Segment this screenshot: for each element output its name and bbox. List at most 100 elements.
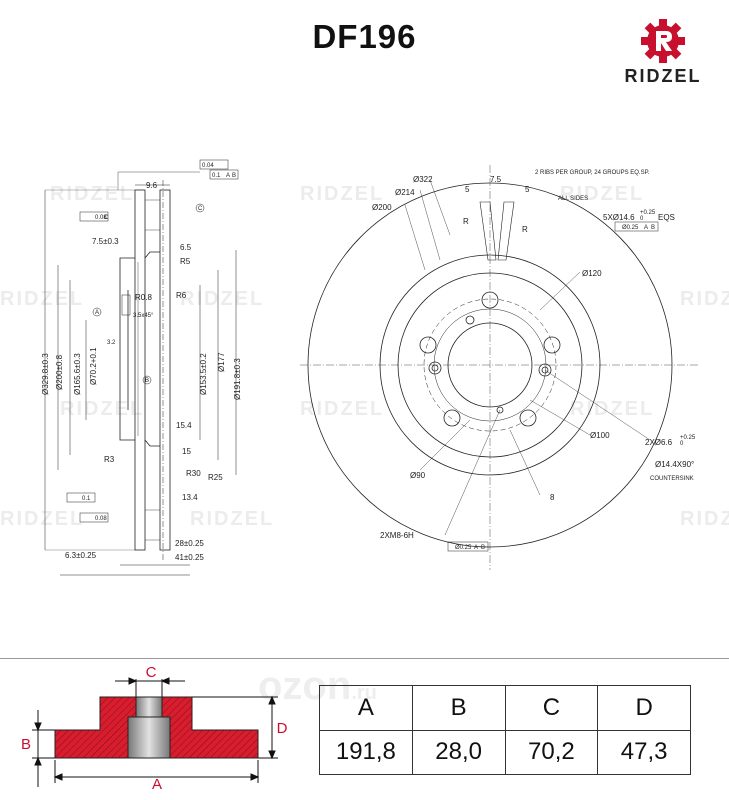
datum-label: C [198, 206, 203, 212]
watermark-text: RIDZEL [0, 288, 84, 310]
dim-label: 7.5±0.3 [92, 237, 119, 246]
tolerance-datum: A [644, 225, 648, 231]
hub-center [135, 696, 163, 718]
watermark-layer: RIDZEL RIDZEL RIDZEL RIDZEL RIDZEL RIDZE… [0, 183, 729, 530]
spec-value-c: 70,2 [504, 729, 599, 775]
hub-bore [127, 716, 171, 759]
watermark-text: RIDZEL [50, 183, 134, 205]
part-number-title: DF196 [312, 18, 417, 55]
dim-label: 3.5x45° [133, 313, 154, 319]
disc-profile-diagram: C A B D [21, 665, 288, 793]
dim-label: 9.6 [146, 181, 158, 190]
tolerance-value: 0.1 [82, 496, 91, 502]
dim-label: 41±0.25 [175, 553, 204, 562]
note-text: 2XØ6.6 [645, 438, 673, 447]
dim-label: 15 [182, 447, 191, 456]
spec-header-a: A [319, 685, 413, 731]
spec-value-a: 191,8 [319, 729, 413, 775]
dim-label: R [463, 217, 469, 226]
note-text: +0.25 [680, 435, 696, 441]
spec-header-row: A B C D [319, 685, 691, 731]
tolerance-datum: B [481, 545, 485, 551]
tolerance-datum: B [651, 225, 655, 231]
dim-label: 28±0.25 [175, 539, 204, 548]
datum-label: B [145, 378, 149, 384]
spec-table: A B C D 191,8 28,0 70,2 47,3 [319, 685, 691, 775]
dim-label: R3 [104, 455, 115, 464]
technical-drawing: RIDZEL RIDZEL RIDZEL RIDZEL RIDZEL RIDZE… [0, 159, 729, 576]
dim-label: Ø165.6±0.3 [73, 353, 82, 395]
profile-label-b: B [21, 736, 31, 753]
spec-value-d: 47,3 [597, 729, 691, 775]
separator-line [0, 658, 729, 659]
watermark-text: RIDZEL [680, 288, 729, 310]
dim-label: 7.5 [490, 175, 502, 184]
dim-label: R5 [180, 257, 191, 266]
tolerance-datum: B [232, 173, 236, 179]
dim-label: R30 [186, 469, 201, 478]
watermark-text: RIDZEL [560, 183, 644, 205]
spec-value-b: 28,0 [411, 729, 506, 775]
note-text: Ø14.4X90° [655, 460, 694, 469]
profile-label-c: C [146, 665, 157, 681]
spec-header-b: B [411, 685, 506, 731]
tolerance-datum: A [226, 173, 230, 179]
cross-section-view [44, 159, 239, 576]
note-text: +0.25 [640, 210, 656, 216]
note-text: COUNTERSINK [650, 476, 694, 482]
front-view [300, 165, 700, 570]
brand-logo: RIDZEL [608, 16, 718, 96]
note-text: EQS [658, 213, 675, 222]
dim-label: Ø70.2+0.1 [89, 347, 98, 385]
dim-label: 6.3±0.25 [65, 551, 97, 560]
tolerance-value: 0.08 [95, 215, 107, 221]
dim-label: 8 [550, 493, 555, 502]
watermark-text: RIDZEL [300, 183, 384, 205]
dim-label: Ø90 [410, 471, 426, 480]
watermark-text: RIDZEL [570, 398, 654, 420]
dim-label: R6 [176, 291, 187, 300]
tolerance-value: Ø0.25 [455, 545, 472, 551]
note-text: 2XM8-6H [380, 531, 414, 540]
brand-name: RIDZEL [624, 66, 702, 86]
dim-label: Ø322 [413, 175, 433, 184]
dim-label: Ø200 [372, 203, 392, 212]
dim-label: R [522, 225, 528, 234]
dim-label: Ø100 [590, 431, 610, 440]
dim-label: Ø153.5±0.2 [199, 353, 208, 395]
note-text: ALL SIDES [558, 196, 588, 202]
datum-label: A [95, 310, 99, 316]
profile-label-d: D [277, 720, 288, 737]
watermark-text: RIDZEL [680, 508, 729, 530]
note-text: 5XØ14.6 [603, 213, 635, 222]
spec-header-c: C [504, 685, 599, 731]
profile-label-a: A [152, 776, 162, 793]
dim-label: Ø200±0.8 [55, 354, 64, 390]
tolerance-value: 0.08 [95, 516, 107, 522]
note-text: 0 [640, 216, 644, 222]
dim-label: 5 [525, 185, 530, 194]
dim-label: 15.4 [176, 421, 192, 430]
gear-icon [641, 19, 685, 63]
dim-label: Ø120 [582, 269, 602, 278]
spec-header-d: D [597, 685, 691, 731]
tolerance-value: 0.1 [212, 173, 221, 179]
watermark-text: RIDZEL [180, 288, 264, 310]
dim-label: R25 [208, 473, 223, 482]
tolerance-value: 0.04 [202, 163, 214, 169]
dim-label: Ø191.8±0.3 [233, 358, 242, 400]
watermark-text: RIDZEL [0, 508, 84, 530]
note-text: 0 [680, 441, 684, 447]
dim-label: 5 [465, 185, 470, 194]
tolerance-datum: C [104, 215, 109, 221]
note-text: 2 RIBS PER GROUP, 24 GROUPS EQ.SP. [535, 170, 650, 176]
tolerance-datum: A [474, 545, 478, 551]
dim-label: R0.8 [135, 293, 152, 302]
watermark-text: RIDZEL [60, 398, 144, 420]
dim-label: Ø214 [395, 188, 415, 197]
spec-value-row: 191,8 28,0 70,2 47,3 [319, 729, 691, 775]
dim-label: 6.5 [180, 243, 192, 252]
dim-label: Ø329.8±0.3 [41, 353, 50, 395]
dim-label: 3.2 [107, 340, 116, 346]
watermark-text: RIDZEL [300, 398, 384, 420]
